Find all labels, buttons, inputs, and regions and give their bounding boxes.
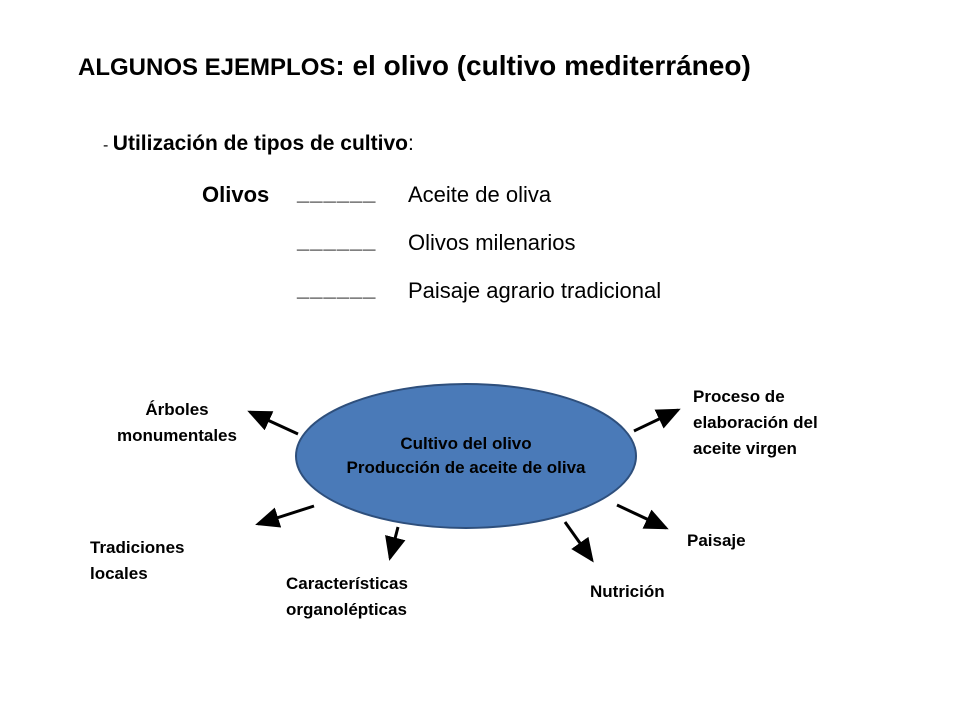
uses-item-2: Olivos milenarios — [408, 230, 576, 255]
subtitle: - Utilización de tipos de cultivo: — [103, 132, 414, 156]
subtitle-label: Utilización de tipos de cultivo — [112, 132, 408, 155]
page-title: ALGUNOS EJEMPLOS: el olivo (cultivo medi… — [78, 50, 751, 82]
branch-proceso-line-2: elaboración del — [693, 413, 818, 432]
arrow-nutricion — [563, 521, 594, 563]
title-rest: : el olivo (cultivo mediterráneo) — [335, 50, 751, 81]
uses-blank-1: ______ — [297, 180, 377, 205]
branch-arboles-line-1: Árboles — [145, 400, 209, 419]
center-line-1: Cultivo del olivo — [400, 434, 532, 453]
branch-arboles-line-2: monumentales — [117, 426, 237, 445]
branch-tradiciones-line-1: Tradiciones — [90, 538, 185, 557]
arrow-proceso — [633, 408, 681, 433]
arrow-arboles — [247, 410, 299, 436]
uses-blank-2: ______ — [297, 228, 377, 253]
arrow-tradiciones — [255, 504, 315, 528]
branch-proceso-line-3: aceite virgen — [693, 439, 797, 458]
uses-item-1: Aceite de oliva — [408, 182, 552, 207]
branch-paisaje-line-1: Paisaje — [687, 531, 746, 550]
branch-tradiciones-line-2: locales — [90, 564, 148, 583]
branch-paisaje: Paisaje — [687, 528, 746, 554]
title-prefix: ALGUNOS EJEMPLOS — [78, 54, 336, 81]
branch-arboles: Árboles monumentales — [92, 397, 262, 449]
branch-caracteristicas: Características organolépticas — [286, 571, 408, 623]
branch-proceso-line-1: Proceso de — [693, 387, 785, 406]
subtitle-dash: - — [103, 137, 113, 154]
branch-proceso: Proceso de elaboración del aceite virgen — [693, 384, 818, 462]
arrow-paisaje — [616, 503, 669, 530]
branch-caracteristicas-line-1: Características — [286, 574, 408, 593]
branch-nutricion-line-1: Nutrición — [590, 582, 665, 601]
branch-tradiciones: Tradiciones locales — [90, 535, 184, 587]
branch-nutricion: Nutrición — [590, 579, 665, 605]
subtitle-colon: : — [407, 132, 414, 155]
center-line-2: Producción de aceite de oliva — [346, 458, 586, 477]
branch-caracteristicas-line-2: organolépticas — [286, 600, 407, 619]
uses-blank-3: ______ — [297, 276, 377, 301]
center-label: Cultivo del olivo Producción de aceite d… — [296, 432, 636, 480]
center-ellipse — [295, 383, 637, 529]
uses-item-3: Paisaje agrario tradicional — [408, 278, 662, 303]
arrow-caracteristicas — [385, 526, 406, 561]
uses-source: Olivos — [202, 182, 270, 207]
